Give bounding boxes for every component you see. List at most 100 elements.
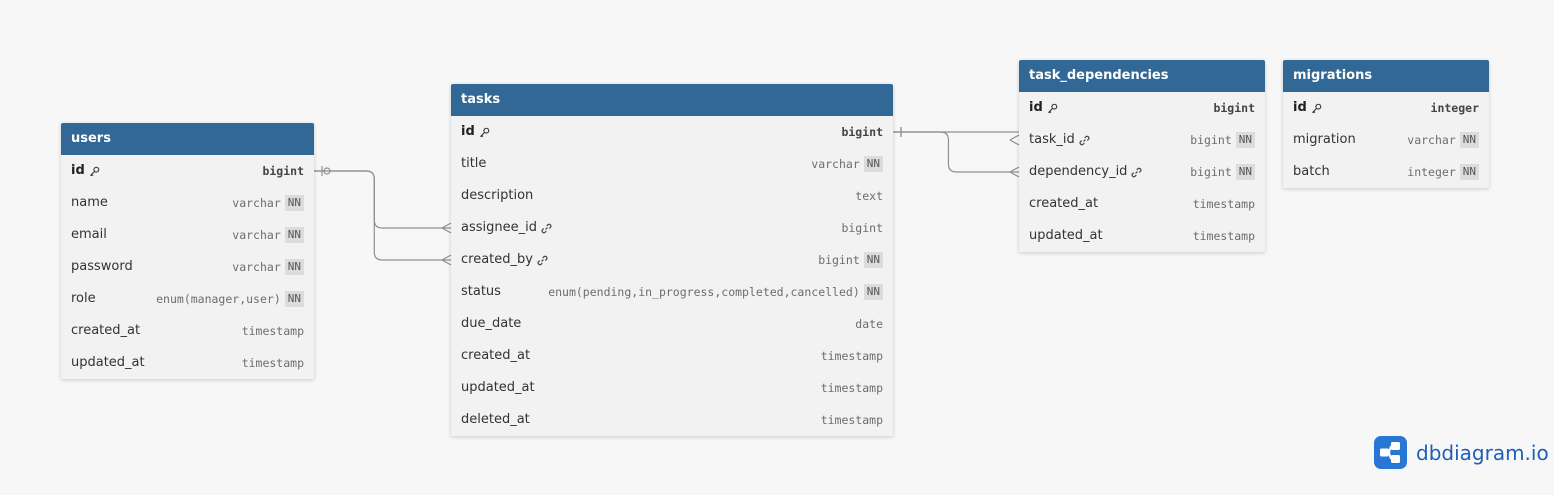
table-header[interactable]: task_dependencies: [1019, 60, 1265, 92]
field-type: varchar: [232, 228, 281, 242]
field-name: updated_at: [461, 380, 535, 395]
field-type: integer: [1430, 101, 1479, 115]
brand-watermark[interactable]: dbdiagram.io: [1374, 436, 1549, 469]
field-row-deleted-at[interactable]: deleted_at timestamp: [451, 404, 893, 436]
field-type: enum(manager,user): [156, 292, 281, 306]
relationship-many-marker: [441, 254, 452, 266]
relationship-line: [314, 170, 451, 261]
foreign-key-link-icon: [537, 255, 548, 266]
field-name: email: [71, 227, 107, 242]
relationship-many-marker: [441, 222, 452, 234]
relationship-many-marker: [1009, 134, 1020, 146]
field-name: role: [71, 291, 96, 306]
dbdiagram-logo-icon: [1374, 436, 1407, 469]
field-type: varchar: [232, 260, 281, 274]
foreign-key-link-icon: [1131, 167, 1142, 178]
table-header[interactable]: migrations: [1283, 60, 1489, 92]
primary-key-icon: [89, 166, 100, 177]
field-type: timestamp: [820, 413, 883, 427]
field-name: title: [461, 156, 487, 171]
field-name: name: [71, 195, 108, 210]
field-type: varchar: [232, 196, 281, 210]
field-name: created_by: [461, 252, 533, 267]
field-type: timestamp: [1192, 197, 1255, 211]
relationship-optional-marker: [323, 167, 331, 175]
field-type: enum(pending,in_progress,completed,cance…: [548, 285, 860, 299]
primary-key-icon: [1311, 103, 1322, 114]
field-type: timestamp: [241, 324, 304, 338]
field-row-updated-at[interactable]: updated_at timestamp: [451, 372, 893, 404]
field-name: id: [1293, 100, 1307, 115]
field-name: deleted_at: [461, 412, 530, 427]
field-row-id[interactable]: id integer: [1283, 92, 1489, 124]
field-row-id[interactable]: id bigint: [1019, 92, 1265, 124]
field-type: bigint: [1190, 133, 1232, 147]
field-type: bigint: [1213, 101, 1255, 115]
not-null-badge: NN: [284, 227, 304, 243]
field-row-status[interactable]: status enum(pending,in_progress,completed…: [451, 276, 893, 308]
field-row-created-at[interactable]: created_at timestamp: [61, 315, 314, 347]
not-null-badge: NN: [1459, 132, 1479, 148]
field-type: timestamp: [820, 349, 883, 363]
field-type: bigint: [841, 125, 883, 139]
foreign-key-link-icon: [541, 223, 552, 234]
field-name: due_date: [461, 316, 522, 331]
foreign-key-link-icon: [1079, 135, 1090, 146]
field-name: updated_at: [1029, 228, 1103, 243]
field-name: id: [461, 124, 475, 139]
field-type: date: [855, 317, 883, 331]
field-type: bigint: [262, 164, 304, 178]
field-type: timestamp: [820, 381, 883, 395]
field-name: migration: [1293, 132, 1356, 147]
relationship-line: [893, 131, 1019, 173]
brand-name: dbdiagram.io: [1416, 440, 1549, 465]
not-null-badge: NN: [284, 259, 304, 275]
field-type: varchar: [811, 157, 860, 171]
field-type: bigint: [818, 253, 860, 267]
field-name: created_at: [1029, 196, 1099, 211]
field-name: task_id: [1029, 132, 1075, 147]
field-name: password: [71, 259, 133, 274]
not-null-badge: NN: [863, 252, 883, 268]
field-name: dependency_id: [1029, 164, 1128, 179]
field-name: updated_at: [71, 355, 145, 370]
table-header[interactable]: tasks: [451, 84, 893, 116]
field-name: status: [461, 284, 501, 299]
field-row-created-at[interactable]: created_at timestamp: [451, 340, 893, 372]
not-null-badge: NN: [284, 195, 304, 211]
field-row-due-date[interactable]: due_date date: [451, 308, 893, 340]
field-row-created-at[interactable]: created_at timestamp: [1019, 188, 1265, 220]
relationship-line: [314, 170, 451, 229]
field-name: assignee_id: [461, 220, 537, 235]
relationship-many-marker: [1009, 166, 1020, 178]
not-null-badge: NN: [863, 156, 883, 172]
table-header[interactable]: users: [61, 123, 314, 155]
field-name: id: [1029, 100, 1043, 115]
field-row-id[interactable]: id bigint: [451, 116, 893, 148]
field-type: integer: [1407, 165, 1456, 179]
field-name: created_at: [461, 348, 531, 363]
field-name: created_at: [71, 323, 141, 338]
not-null-badge: NN: [1459, 164, 1479, 180]
not-null-badge: NN: [1235, 164, 1255, 180]
